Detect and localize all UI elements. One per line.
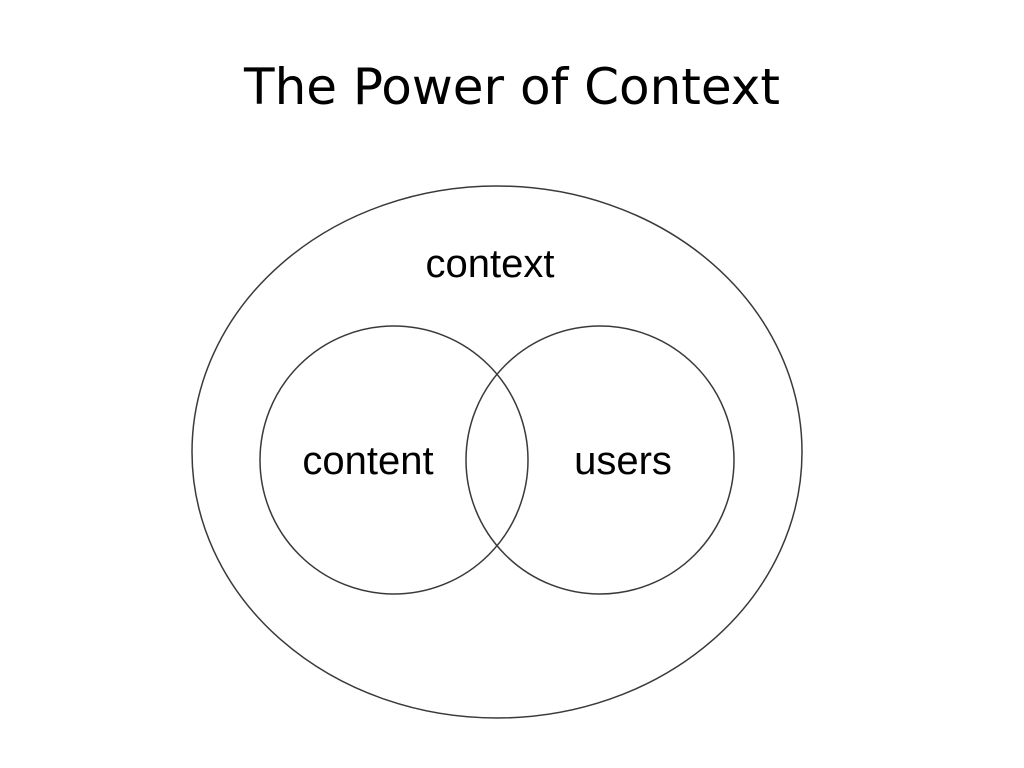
users-circle: [465, 325, 735, 595]
context-label: context: [426, 242, 555, 286]
context-ellipse: [191, 185, 803, 719]
slide-title: The Power of Context: [244, 58, 780, 116]
users-label: users: [574, 439, 672, 483]
content-label: content: [302, 439, 433, 483]
content-circle: [259, 325, 529, 595]
